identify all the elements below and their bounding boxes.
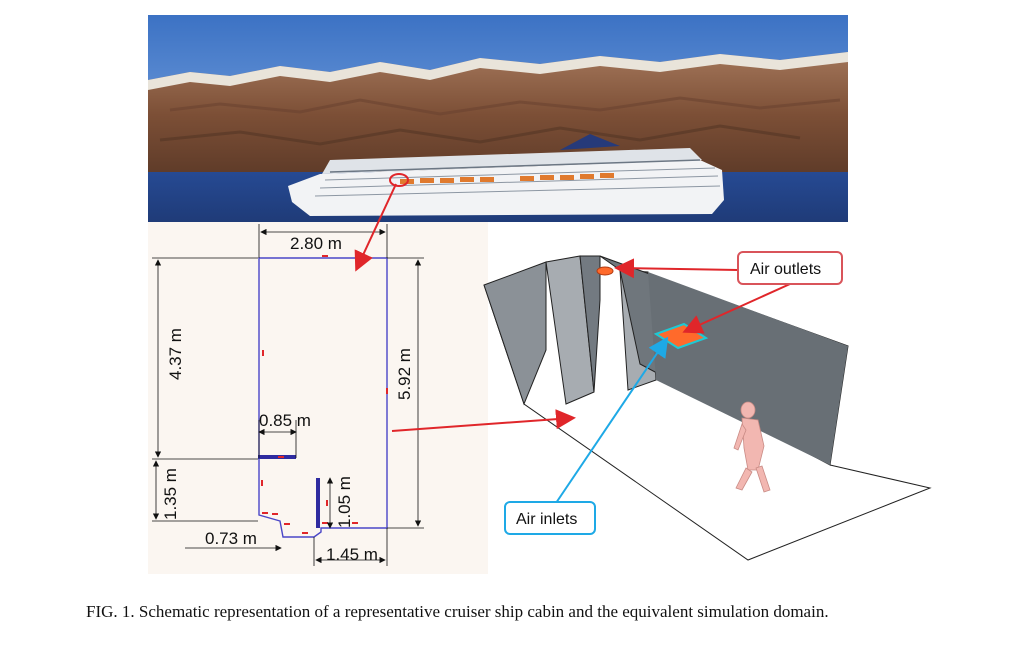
dim-height-total: 5.92 m	[395, 348, 414, 400]
dim-width-bottom: 1.45 m	[326, 545, 378, 564]
dim-door-height: 1.05 m	[335, 476, 354, 528]
human-figure	[733, 401, 771, 493]
plan-to-domain-arrow	[391, 409, 576, 432]
ship-photo	[148, 15, 848, 222]
callout-air-outlets: Air outlets	[737, 251, 843, 285]
floor-plan: 2.80 m 4.37 m 5.92 m 0.85 m 1.35 m 1.05 …	[148, 222, 488, 574]
callout-outlets-label: Air outlets	[750, 261, 821, 278]
outlet-pointer-outlet2	[682, 283, 791, 334]
pointer-arrows	[354, 183, 791, 504]
callout-air-inlets: Air inlets	[504, 501, 596, 535]
dim-height-lower: 1.35 m	[161, 468, 180, 520]
dimension-lines	[152, 224, 424, 566]
dim-height-upper: 4.37 m	[166, 328, 185, 380]
outlet-pointer-outlet1	[614, 258, 739, 279]
cabin-highlight-marker	[389, 173, 409, 187]
air-inlet-vent	[653, 322, 709, 350]
callout-inlets-label: Air inlets	[516, 511, 577, 528]
dim-inner-width: 0.85 m	[259, 411, 311, 430]
air-outlet-vent	[596, 266, 614, 276]
dim-width-top: 2.80 m	[290, 234, 342, 253]
ship-to-plan-arrow	[354, 183, 397, 272]
dim-offset-bottom: 0.73 m	[205, 529, 257, 548]
figure-caption: FIG. 1. Schematic representation of a re…	[86, 602, 829, 621]
inlet-pointer	[555, 336, 669, 504]
